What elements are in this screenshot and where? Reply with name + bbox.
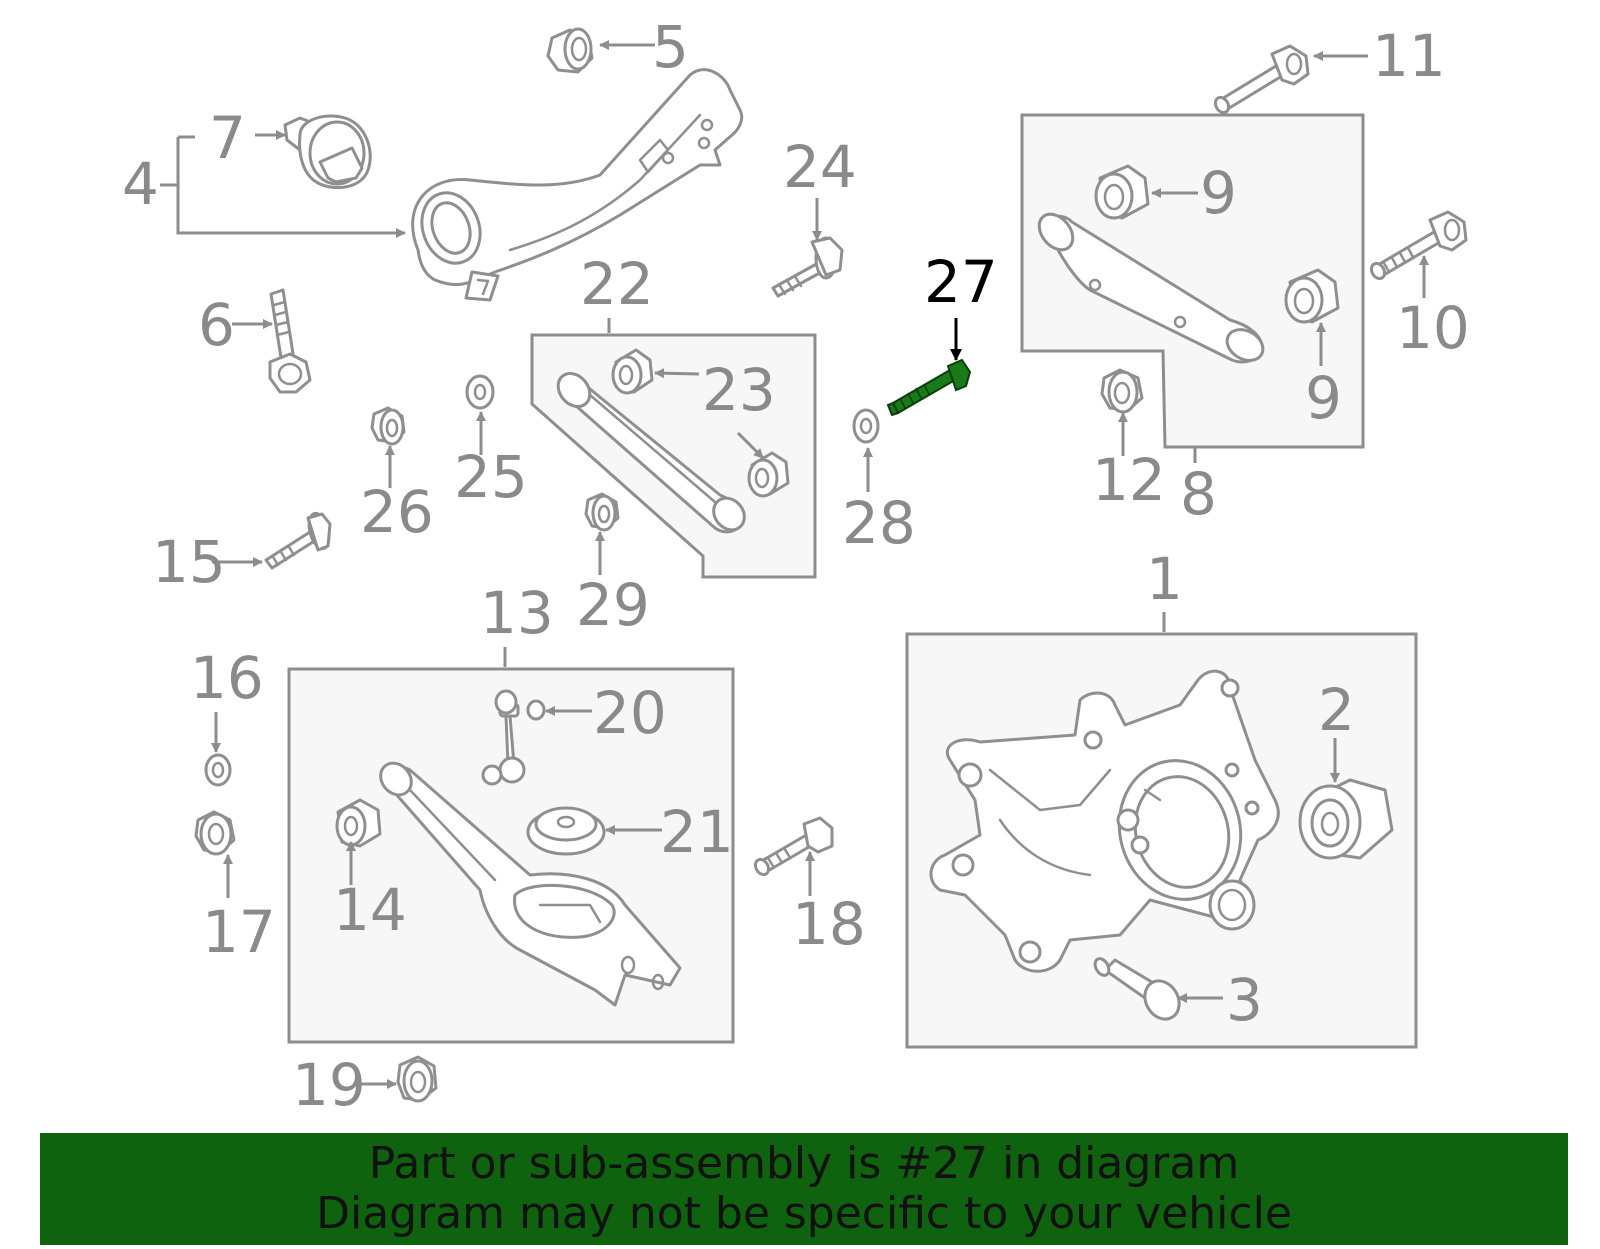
washer-part-16: [204, 753, 232, 787]
bushing-part-2: [1298, 778, 1394, 860]
bushing-part-9-lower: [1284, 268, 1340, 324]
bushing-part-9-upper: [1094, 164, 1150, 220]
callout-11: 11: [1372, 22, 1446, 90]
lower-arm-part-13: [379, 761, 682, 1007]
callout-9-upper: 9: [1200, 159, 1237, 227]
pin-part-3: [1093, 957, 1181, 1021]
stabilizer-link-part-20: [481, 689, 546, 786]
info-banner: Part or sub-assembly is #27 in diagram D…: [40, 1133, 1568, 1245]
banner-line-2: Diagram may not be specific to your vehi…: [316, 1188, 1292, 1239]
bolt-part-11: [1213, 44, 1310, 115]
trailing-arm-part-4: [411, 68, 744, 302]
flange-nut-part-17: [194, 810, 236, 856]
callout-18: 18: [792, 890, 866, 958]
bolt-part-18: [753, 816, 834, 877]
callout-8: 8: [1180, 460, 1217, 528]
callout-14: 14: [333, 876, 407, 944]
callout-13: 13: [480, 579, 554, 647]
callout-15: 15: [152, 528, 226, 596]
bolt-part-6: [268, 288, 312, 394]
bushing-part-7: [283, 114, 372, 190]
bushing-part-23-upper: [611, 348, 654, 395]
callout-6: 6: [198, 291, 235, 359]
bushing-part-23-lower: [747, 451, 790, 498]
callout-12: 12: [1092, 446, 1166, 514]
flange-nut-part-26: [370, 406, 406, 446]
bolt-part-27-highlighted[interactable]: [886, 358, 972, 417]
callout-23: 23: [702, 356, 776, 424]
callout-3: 3: [1226, 966, 1263, 1034]
callout-29: 29: [576, 571, 650, 639]
flange-nut-part-19: [396, 1055, 438, 1103]
callout-25: 25: [454, 443, 528, 511]
callout-1: 1: [1146, 545, 1183, 613]
callout-16: 16: [190, 644, 264, 712]
control-arm-part-22: [556, 372, 746, 534]
bolt-part-10: [1369, 210, 1468, 281]
bolt-part-15: [264, 511, 332, 570]
callout-5: 5: [652, 13, 689, 81]
callout-10: 10: [1396, 294, 1470, 362]
callout-19: 19: [292, 1051, 366, 1119]
bolt-part-24: [771, 236, 844, 298]
callout-21: 21: [660, 798, 734, 866]
callout-20: 20: [593, 679, 667, 747]
callout-4: 4: [122, 150, 159, 218]
knuckle-part-1: [929, 669, 1280, 973]
spring-seat-part-21: [526, 806, 606, 856]
callout-9-lower: 9: [1305, 364, 1342, 432]
washer-part-25: [465, 374, 495, 410]
flange-nut-part-12: [1100, 368, 1144, 414]
callout-17: 17: [202, 898, 276, 966]
callout-7: 7: [209, 104, 246, 172]
callout-22: 22: [580, 250, 654, 318]
flange-nut-part-5: [546, 27, 594, 74]
callout-28: 28: [842, 489, 916, 557]
callout-2: 2: [1318, 676, 1355, 744]
leader-lines: [160, 40, 1429, 1089]
callout-27: 27: [924, 248, 998, 316]
callout-labels: 5 7 4 6 24 22 23 26 25 15 29 28 27 11 9 …: [122, 13, 1470, 1119]
banner-line-1: Part or sub-assembly is #27 in diagram: [368, 1138, 1240, 1189]
flange-nut-part-29: [584, 492, 620, 532]
washer-part-28: [852, 408, 880, 444]
control-arm-part-8: [1037, 212, 1265, 364]
callout-26: 26: [360, 478, 434, 546]
callout-24: 24: [783, 133, 857, 201]
bushing-part-14: [335, 798, 382, 848]
